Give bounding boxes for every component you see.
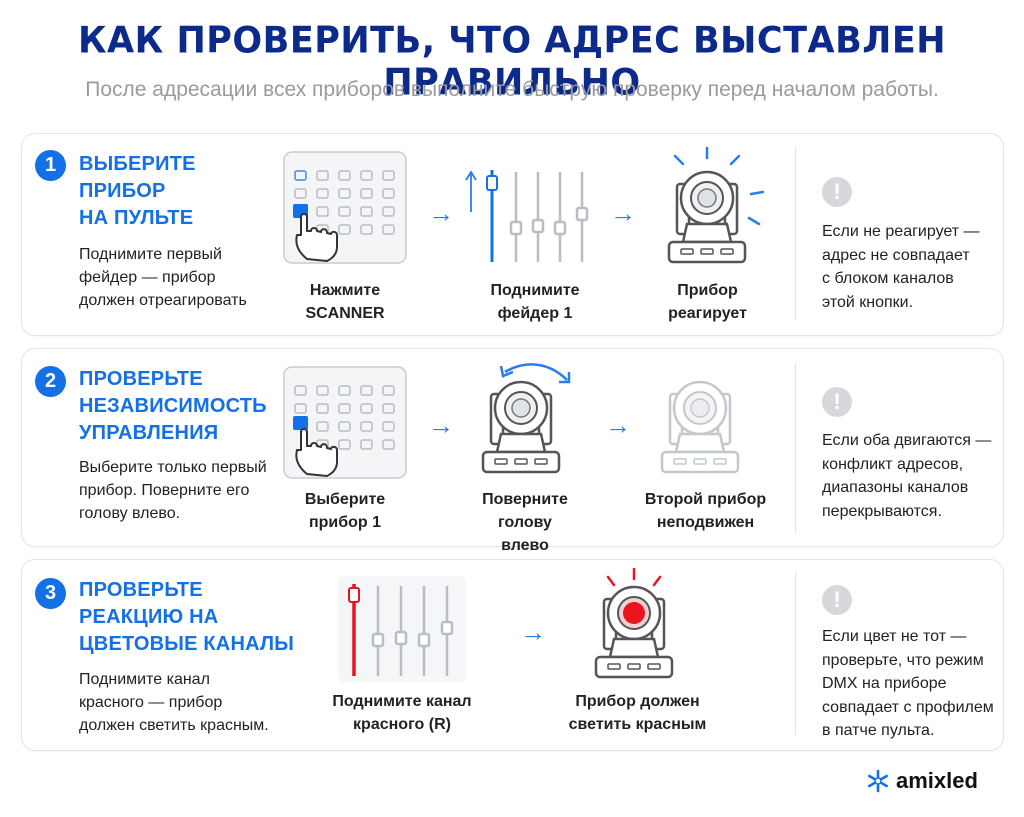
console-select-icon [283,366,407,479]
brand-name: amixled [896,768,978,793]
note-line: Если оба двигаются — [822,432,992,449]
step-title-line: ПРОВЕРЬТЕ [79,368,203,390]
note-line: проверьте, что режим [822,651,984,669]
note-line: с блоком каналов [822,270,954,287]
note-line: этой кнопки. [822,293,914,311]
arrow-right-icon: → [428,410,454,440]
step-description-1: Поднимите первый фейдер — прибор должен … [79,243,247,312]
note-line: адрес не совпадает [822,246,970,264]
caption-line: фейдер 1 [497,305,573,322]
faders-icon [465,170,589,262]
description-line: Поднимите канал [79,671,210,688]
step-title-line: РЕАКЦИЮ НА [79,606,219,628]
moving-head-red-icon [594,567,674,679]
description-line: фейдер — прибор [79,269,216,286]
description-line: прибор. Поверните его [79,482,250,499]
caption-line: Поверните голову [482,491,568,531]
note-line: диапазоны каналов [822,479,969,496]
caption-line: светить красным [568,716,707,733]
note-line: Если не реагирует — [822,223,980,240]
caption-line: Поднимите канал [332,693,472,710]
arrow-right-icon: → [610,198,636,228]
step1-note: Если не реагирует — адрес не совпадает с… [822,220,980,314]
note-line: перекрываются. [822,502,942,520]
exclamation-icon: ! [822,585,852,615]
step-description-3: Поднимите канал красного — прибор должен… [79,668,269,737]
caption-line: Поднимите [490,282,580,299]
arrow-right-icon: → [605,410,631,440]
step-title-line: НЕЗАВИСИМОСТЬ [79,395,267,417]
step-title-3: ПРОВЕРЬТЕ РЕАКЦИЮ НА ЦВЕТОВЫЕ КАНАЛЫ [79,577,294,658]
step-title-line: ПРИБОР [79,180,166,202]
step-title-line: УПРАВЛЕНИЯ [79,422,219,444]
step2-caption-3: Второй прибор неподвижен [643,488,768,534]
step3-caption-2: Прибор должен светить красным [565,690,710,736]
description-line: Выберите только первый [79,459,267,476]
description-line: должен отреагировать [79,292,247,309]
moving-head-reacting-icon [667,146,765,264]
description-line: голову влево. [79,505,181,522]
step1-caption-3: Прибор реагирует [650,279,765,325]
caption-line: Прибор должен [575,693,700,710]
step-title-2: ПРОВЕРЬТЕ НЕЗАВИСИМОСТЬ УПРАВЛЕНИЯ [79,366,267,447]
caption-line: SCANNER [305,305,385,322]
note-line: в патче пульта. [822,722,935,739]
step-title-line: НА ПУЛЬТЕ [79,207,194,229]
description-line: должен светить красным. [79,717,269,734]
caption-line: Выберите [304,491,386,508]
page-title: КАК ПРОВЕРИТЬ, ЧТО АДРЕС ВЫСТАВЛЕН ПРАВИ… [77,20,947,104]
console-scanner-icon [283,151,407,264]
page-subtitle: После адресации всех приборов выполните … [85,78,939,101]
description-line: красного — прибор [79,694,223,711]
step-title-line: ВЫБЕРИТЕ [79,153,196,175]
arrow-right-icon: → [520,617,546,647]
caption-line: Нажмите [309,282,381,299]
note-line: конфликт адресов, [822,455,964,473]
step-title-line: ЦВЕТОВЫЕ КАНАЛЫ [79,633,294,655]
brand-logo: amixled [866,765,978,797]
exclamation-icon: ! [822,177,852,207]
divider [795,362,796,532]
step2-caption-1: Выберите прибор 1 [290,488,400,534]
caption-line: Прибор [677,282,738,299]
divider [795,148,796,320]
step-title-line: ПРОВЕРЬТЕ [79,579,203,601]
step1-caption-2: Поднимите фейдер 1 [470,279,600,325]
note-line: Если цвет не тот — [822,628,967,645]
caption-line: прибор 1 [308,514,382,531]
step-title-1: ВЫБЕРИТЕ ПРИБОР НА ПУЛЬТЕ [79,151,196,232]
caption-line: влево [501,537,549,554]
step-description-2: Выберите только первый прибор. Поверните… [79,456,267,525]
step2-caption-2: Поверните голову влево [455,488,595,557]
step1-caption-1: Нажмите SCANNER [285,279,405,325]
caption-line: красного (R) [353,716,451,733]
note-line: DMX на приборе [822,675,947,692]
caption-line: Второй прибор [644,491,767,508]
moving-head-rotate-icon [481,363,571,474]
moving-head-idle-icon [660,380,740,474]
caption-line: неподвижен [656,514,755,531]
snowflake-logo-icon [867,769,889,793]
caption-line: реагирует [668,305,747,322]
step3-caption-1: Поднимите канал красного (R) [332,690,472,736]
description-line: Поднимите первый [79,246,222,263]
note-line: совпадает с профилем [822,698,994,716]
divider [795,573,796,735]
step3-note: Если цвет не тот — проверьте, что режим … [822,625,994,743]
arrow-right-icon: → [428,198,454,228]
faders-red-icon [338,576,466,682]
step-number-2: 2 [35,366,66,397]
exclamation-icon: ! [822,387,852,417]
step-number-1: 1 [35,150,66,181]
step2-note: Если оба двигаются — конфликт адресов, д… [822,429,991,523]
step-number-3: 3 [35,578,66,609]
